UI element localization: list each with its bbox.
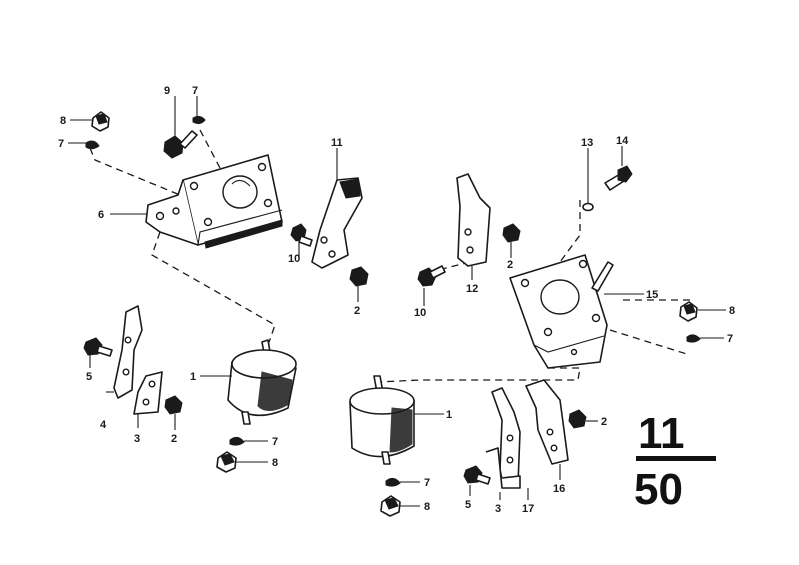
group-number-block: 11 50: [634, 409, 716, 514]
callout-8: 8: [729, 305, 735, 317]
callout-14: 14: [616, 135, 629, 147]
callout-1: 1: [190, 371, 196, 383]
fraction-bar: [636, 456, 716, 461]
bracket-item-16: [525, 379, 569, 465]
nut-2-left: [164, 395, 183, 415]
spring-washer-7-right: [686, 334, 701, 343]
front-mounting-bracket: [145, 154, 283, 249]
callout-13: 13: [581, 137, 593, 149]
callout-8: 8: [60, 115, 66, 127]
rear-mounting-plate: [509, 254, 614, 369]
plate-item-3-left: [133, 371, 163, 415]
callout-17: 17: [522, 503, 534, 515]
bolt-10-right: [417, 265, 446, 287]
callout-leaders: [68, 96, 726, 507]
washer-item-13: [582, 202, 594, 212]
bolt-5-left: [83, 337, 113, 357]
callout-6: 6: [98, 209, 104, 221]
rubber-mount-left: [227, 339, 297, 425]
spring-washer-7-left: [85, 140, 100, 150]
bracket-item-4: [113, 305, 143, 399]
nut-8-top-left: [91, 111, 110, 132]
callout-7: 7: [272, 436, 278, 448]
bracket-item-12: [456, 173, 491, 267]
spring-washer-7-top: [192, 115, 206, 125]
callout-7: 7: [424, 477, 430, 489]
callout-labels: 9 7 8 7 6 11 10 2 12 2 10 13 14 15 8 7 5…: [58, 85, 735, 515]
plate-item-3-right: [485, 447, 521, 489]
callout-2: 2: [601, 416, 607, 428]
callout-11: 11: [331, 137, 343, 149]
callout-3: 3: [495, 503, 501, 515]
nut-8-lower-right: [380, 495, 401, 517]
group-number-bottom: 50: [634, 465, 683, 514]
nut-2-right-lower: [568, 409, 587, 429]
callout-4: 4: [100, 419, 107, 431]
bolt-10-left: [290, 223, 313, 247]
callout-8: 8: [424, 501, 430, 513]
callout-12: 12: [466, 283, 478, 295]
rubber-mount-right: [349, 375, 415, 465]
bracket-item-17: [491, 387, 521, 489]
callout-7: 7: [192, 85, 198, 97]
callout-5: 5: [465, 499, 471, 511]
callout-9: 9: [164, 85, 170, 97]
spring-washer-7-lower-right: [385, 477, 401, 487]
callout-7: 7: [727, 333, 733, 345]
callout-2: 2: [354, 305, 360, 317]
nut-8-right: [679, 301, 698, 322]
bracket-item-11: [311, 177, 363, 269]
callout-5: 5: [86, 371, 92, 383]
bolt-5-right: [463, 465, 491, 485]
callout-10: 10: [414, 307, 426, 319]
callout-1: 1: [446, 409, 452, 421]
callout-16: 16: [553, 483, 565, 495]
callout-8: 8: [272, 457, 278, 469]
callout-2: 2: [507, 259, 513, 271]
callout-2: 2: [171, 433, 177, 445]
nut-8-lower-left: [216, 451, 237, 473]
callout-7: 7: [58, 138, 64, 150]
nut-2-right-upper: [502, 223, 521, 243]
spring-washer-7-lower-left: [229, 436, 245, 446]
group-number-top: 11: [638, 409, 685, 458]
bolt-item-9: [163, 130, 198, 159]
callout-10: 10: [288, 253, 300, 265]
callout-3: 3: [134, 433, 140, 445]
bolt-item-14: [604, 165, 633, 191]
callout-15: 15: [646, 289, 658, 301]
nut-2-center: [349, 266, 369, 287]
